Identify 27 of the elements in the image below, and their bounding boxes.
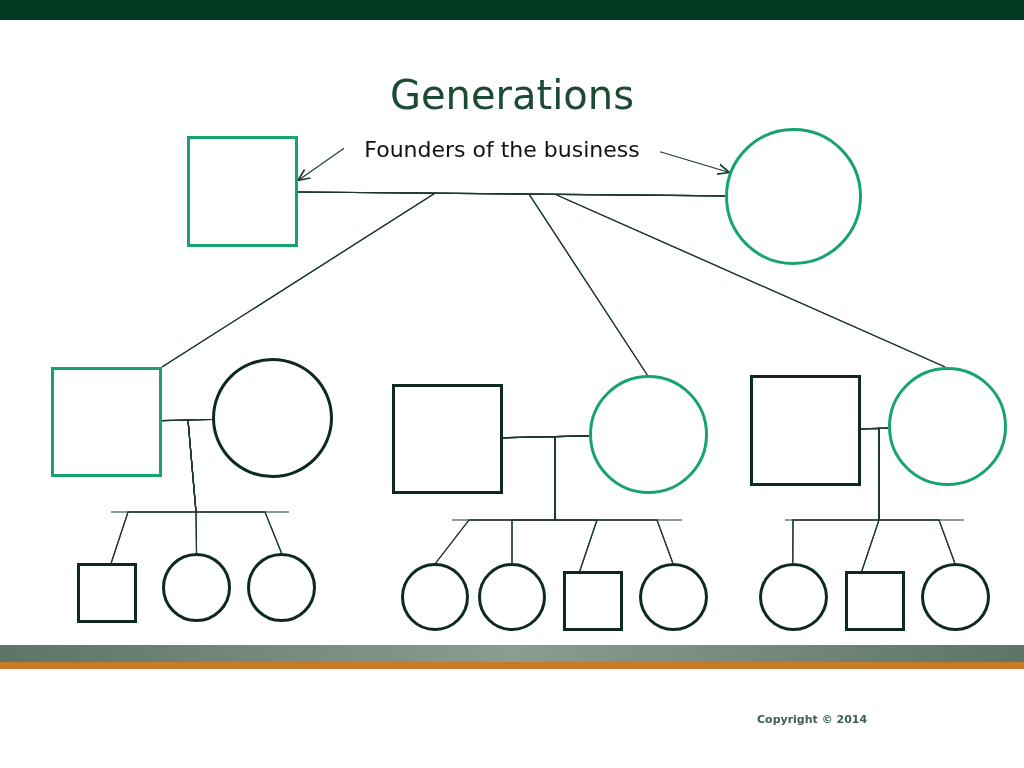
- circle-node: [725, 128, 862, 265]
- square-node: [750, 375, 861, 486]
- circle-node: [401, 563, 469, 631]
- square-node: [187, 136, 298, 247]
- circle-node: [162, 553, 231, 622]
- circle-node: [478, 563, 546, 631]
- square-node: [51, 367, 162, 477]
- copyright-text: Copyright © 2014: [757, 712, 868, 727]
- connector-line: [554, 435, 674, 564]
- square-node: [77, 563, 137, 623]
- square-node: [392, 384, 503, 494]
- circle-node: [921, 563, 990, 631]
- circle-node: [247, 553, 316, 622]
- circle-node: [888, 367, 1007, 486]
- circle-node: [759, 563, 828, 631]
- annotation-text: Founders of the business: [344, 133, 660, 167]
- circle-node: [212, 358, 333, 478]
- connector-line: [878, 427, 956, 564]
- connector-line: [554, 193, 946, 368]
- arrow: [659, 151, 731, 175]
- circle-node: [639, 563, 708, 631]
- square-node: [563, 571, 623, 631]
- title: Generations: [390, 71, 634, 120]
- circle-node: [589, 375, 708, 494]
- square-node: [845, 571, 905, 631]
- arrow: [297, 147, 345, 182]
- connector-line: [187, 418, 283, 554]
